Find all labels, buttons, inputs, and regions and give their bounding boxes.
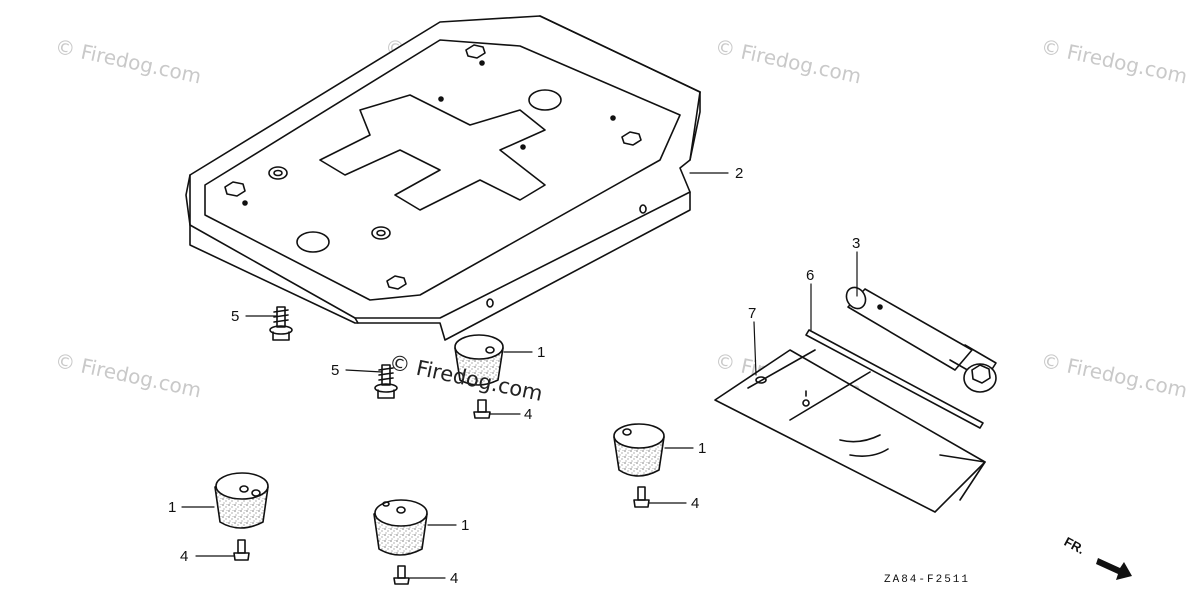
flange-bolt	[269, 306, 293, 341]
front-direction-arrow-icon	[1096, 558, 1132, 580]
callout-4: 4	[524, 406, 532, 423]
callout-1: 1	[698, 440, 706, 457]
callout-2: 2	[735, 165, 743, 182]
callout-5: 5	[231, 308, 239, 325]
callout-5: 5	[331, 362, 339, 379]
leader-lines	[181, 172, 858, 579]
rubber-foot	[373, 499, 428, 556]
diagram-code: ZA84-F2511	[884, 574, 971, 586]
callout-1: 1	[461, 517, 469, 534]
callout-6: 6	[806, 267, 814, 284]
callout-7: 7	[748, 305, 756, 322]
rubber-foot	[214, 472, 269, 529]
tool-bag	[714, 349, 986, 513]
rubber-foot	[454, 334, 504, 386]
callout-4: 4	[450, 570, 458, 587]
screw	[633, 486, 650, 508]
rubber-foot	[613, 423, 665, 477]
screw	[233, 539, 250, 561]
screw	[473, 399, 491, 419]
callout-1: 1	[537, 344, 545, 361]
callout-4: 4	[691, 495, 699, 512]
base-plate	[185, 15, 701, 341]
screw	[393, 565, 410, 585]
plug-wrench	[845, 286, 997, 393]
callout-1: 1	[168, 499, 176, 516]
flange-bolt	[374, 364, 398, 399]
callout-3: 3	[852, 235, 860, 252]
callout-4: 4	[180, 548, 188, 565]
tommy-bar	[805, 329, 984, 429]
